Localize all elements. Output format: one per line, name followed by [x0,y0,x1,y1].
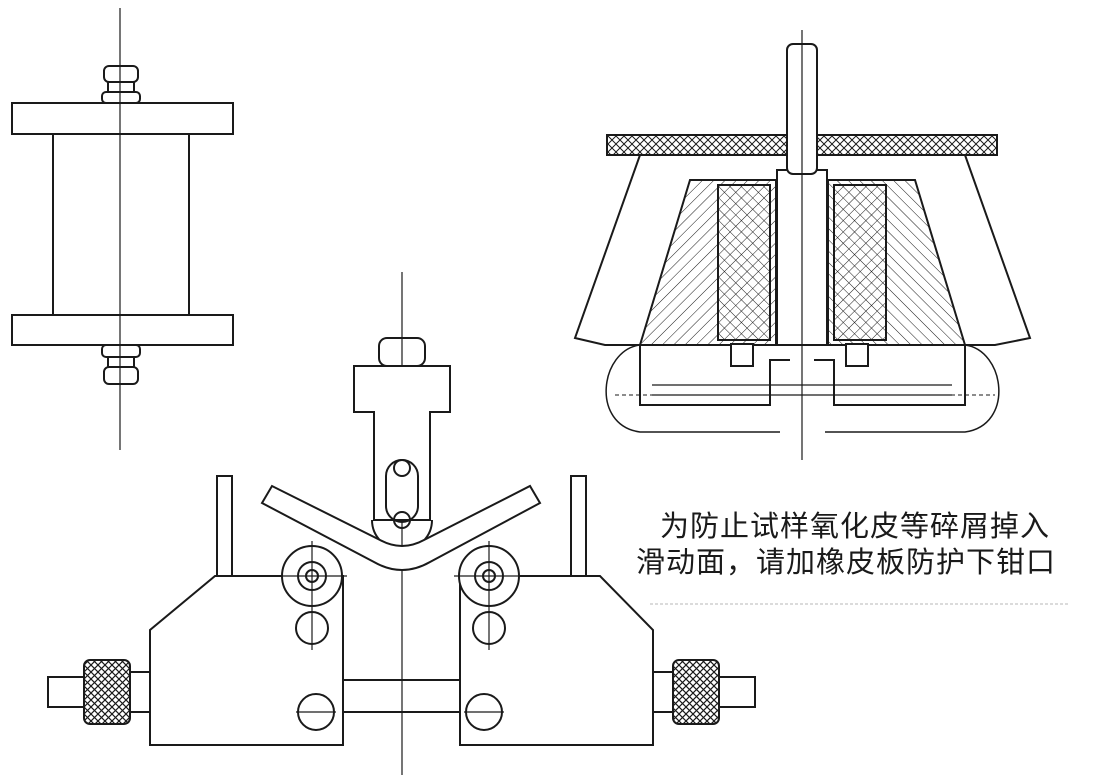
right-post [570,475,587,577]
grip-left-leg [605,344,780,433]
platen-lower-plate [11,314,234,346]
right-roller [454,541,524,650]
caption-line-1: 为防止试样氧化皮等碎屑掉入 [660,509,1051,543]
right-key [845,343,869,367]
caption: 为防止试样氧化皮等碎屑掉入 滑动面，请加橡皮板防护下钳口 [636,508,1101,580]
platen-bottom-screw [101,344,141,385]
grip-right-leg [825,344,1000,433]
left-key [730,343,754,367]
bent-specimen [260,484,542,571]
left-post [216,475,233,577]
platen-fixture [11,8,234,450]
bending-fixture [47,272,756,775]
left-knurled-knob [47,659,151,725]
right-knurled-knob [652,659,756,725]
platen-upper-plate [11,102,234,135]
bending-punch [353,337,451,551]
caption-line-2: 滑动面，请加橡皮板防护下钳口 [636,545,1057,579]
left-roller [277,541,347,650]
wedge-grip-section [573,30,1032,460]
platen-top-screw [101,65,141,104]
grip-lower-body [639,345,966,406]
platen-column [52,133,190,316]
